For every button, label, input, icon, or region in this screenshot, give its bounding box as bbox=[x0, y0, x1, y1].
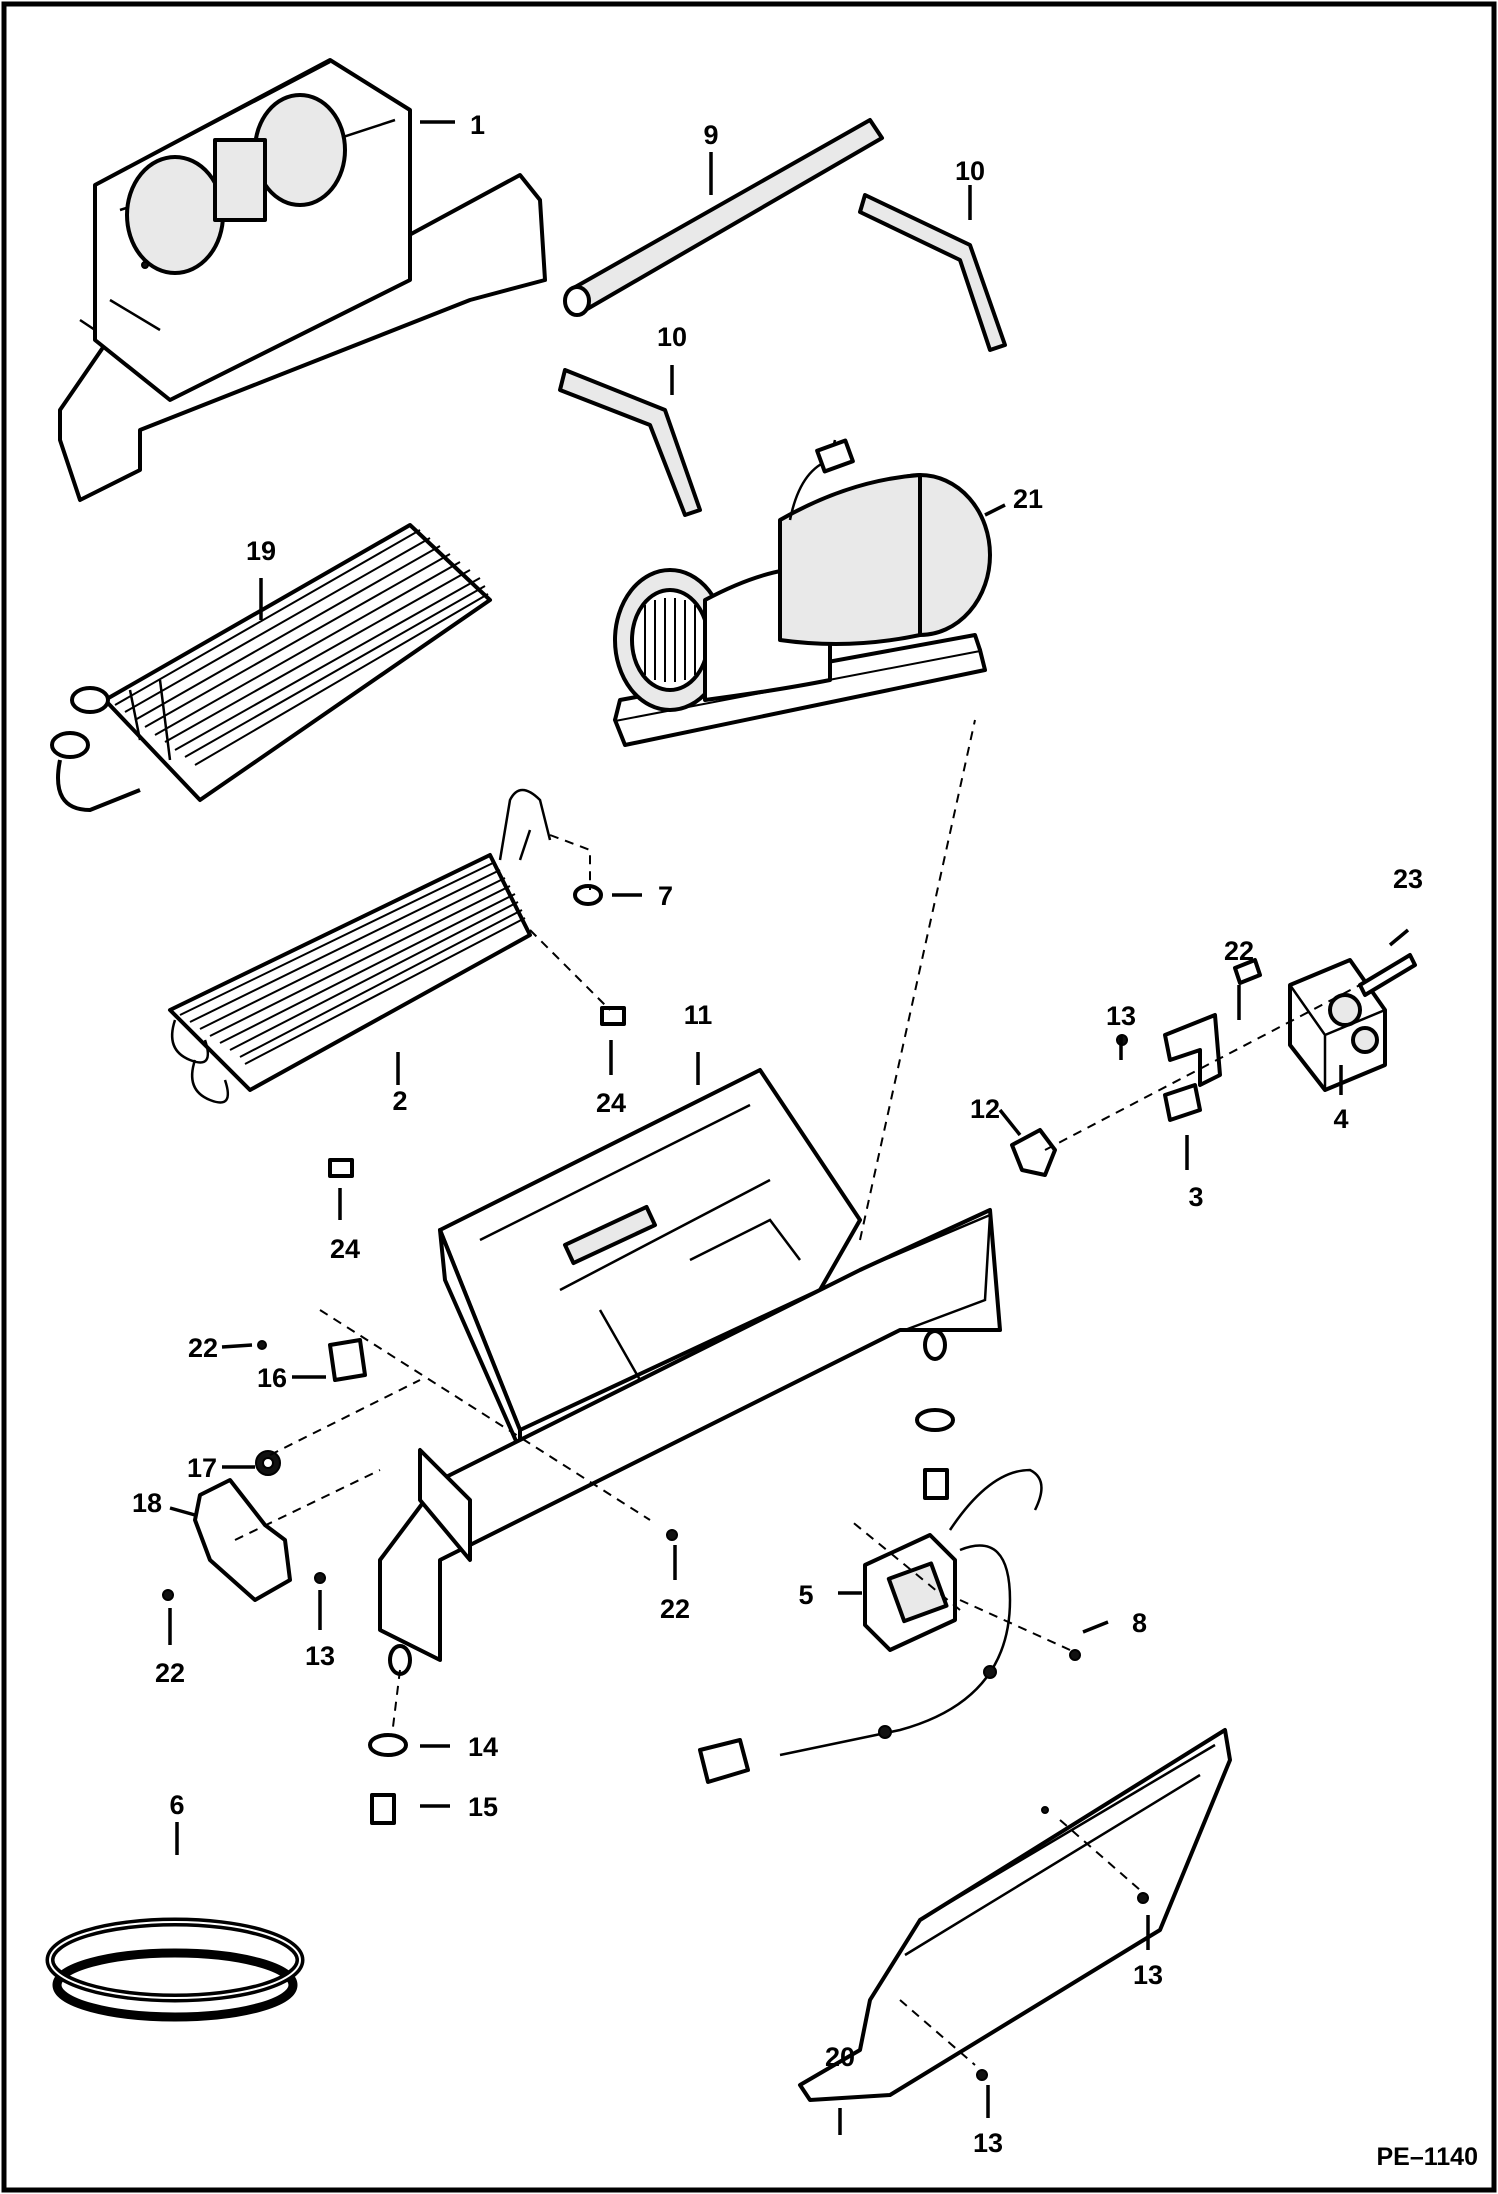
part-8-screw bbox=[1069, 1649, 1081, 1661]
part-22-screw-lower-left bbox=[162, 1589, 174, 1601]
callout-7: 7 bbox=[658, 881, 673, 911]
part-15-pad bbox=[370, 1793, 396, 1825]
part-23-bolt bbox=[1358, 953, 1417, 997]
part-11-main-case bbox=[378, 1068, 1002, 1676]
leader-7-dashed bbox=[549, 834, 591, 890]
callout-18: 18 bbox=[132, 1488, 162, 1518]
callout-5: 5 bbox=[798, 1580, 813, 1610]
part-21-blower-motor bbox=[613, 438, 992, 747]
callout-labels: 1 2 3 4 5 6 7 8 9 10 10 11 12 13 13 13 1… bbox=[132, 110, 1423, 2158]
callout-10-lower: 10 bbox=[657, 322, 687, 352]
callout-3: 3 bbox=[1188, 1182, 1203, 1212]
part-7-o-ring bbox=[573, 884, 603, 906]
part-16-clamp bbox=[328, 1338, 367, 1382]
callout-13-bracket: 13 bbox=[1106, 1001, 1136, 1031]
callout-22-center: 22 bbox=[660, 1594, 690, 1624]
leader-24-dashed bbox=[529, 929, 611, 1011]
assembly-line-14 bbox=[391, 1669, 401, 1736]
callout-22-lower-left: 22 bbox=[155, 1658, 185, 1688]
callout-14: 14 bbox=[468, 1732, 498, 1762]
callout-22-valve: 22 bbox=[1224, 936, 1254, 966]
callout-24-right: 24 bbox=[596, 1088, 626, 1118]
assembly-line-valve bbox=[1044, 984, 1361, 1151]
part-22-screw-valve bbox=[1233, 958, 1262, 985]
callout-15: 15 bbox=[468, 1792, 498, 1822]
callout-4: 4 bbox=[1333, 1104, 1348, 1134]
part-3-bracket bbox=[1163, 1013, 1222, 1122]
callout-2: 2 bbox=[392, 1086, 407, 1116]
assembly-lines-20 bbox=[899, 1819, 1141, 2066]
callout-11: 11 bbox=[684, 1000, 713, 1030]
callout-leaders bbox=[168, 120, 1410, 2135]
callout-19: 19 bbox=[246, 536, 276, 566]
callout-1: 1 bbox=[470, 110, 485, 140]
part-15-pad-right bbox=[923, 1468, 949, 1500]
diagram-code: PE–1140 bbox=[1377, 2143, 1479, 2171]
part-10-seal-upper bbox=[858, 193, 1007, 352]
callout-12: 12 bbox=[970, 1094, 1000, 1124]
callout-8: 8 bbox=[1132, 1608, 1147, 1638]
callout-13-left: 13 bbox=[305, 1641, 335, 1671]
part-18-cover-plate bbox=[193, 1478, 292, 1602]
part-4-expansion-valve bbox=[1288, 958, 1387, 1092]
part-14-clamp bbox=[368, 1733, 408, 1757]
part-22-screw-center bbox=[666, 1529, 678, 1541]
part-20-lower-cover bbox=[798, 1728, 1232, 2102]
assembly-lines-left bbox=[234, 1309, 651, 1541]
assembly-line-21 bbox=[859, 719, 976, 1241]
callout-9: 9 bbox=[703, 120, 718, 150]
callout-21: 21 bbox=[1013, 484, 1043, 514]
callout-13-cover-lower: 13 bbox=[973, 2128, 1003, 2158]
part-10-seal-lower bbox=[558, 368, 702, 517]
part-13-screw-cover-upper bbox=[1137, 1892, 1149, 1904]
callout-22-upper-left: 22 bbox=[188, 1333, 218, 1363]
callout-20: 20 bbox=[825, 2042, 855, 2072]
part-24-pad-left bbox=[328, 1158, 354, 1178]
part-13-screw-cover-lower bbox=[976, 2069, 988, 2081]
part-2-evaporator bbox=[168, 788, 552, 1104]
part-19-heater-core bbox=[50, 523, 492, 812]
part-14-clamp-right bbox=[915, 1408, 955, 1432]
part-13-screw-left bbox=[314, 1572, 326, 1584]
callout-17: 17 bbox=[187, 1453, 217, 1483]
grommet-hole bbox=[262, 1457, 274, 1469]
callout-6: 6 bbox=[169, 1790, 184, 1820]
part-6-seal-coil bbox=[45, 1917, 305, 2022]
assembly-lines-5 bbox=[849, 1519, 1071, 1651]
part-24-pad-right bbox=[600, 1006, 626, 1026]
part-1-blower-cover bbox=[58, 58, 547, 502]
callout-13-cover-upper: 13 bbox=[1133, 1960, 1163, 1990]
part-22-screw-upper-left bbox=[257, 1340, 267, 1350]
part-9-seal-strip bbox=[563, 118, 884, 317]
callout-10-upper: 10 bbox=[955, 156, 985, 186]
callout-16: 16 bbox=[257, 1363, 287, 1393]
part-12-gasket bbox=[1010, 1128, 1057, 1177]
callout-24-left: 24 bbox=[330, 1234, 360, 1264]
part-5-resistor bbox=[698, 1468, 1043, 1784]
callout-23: 23 bbox=[1393, 864, 1423, 894]
